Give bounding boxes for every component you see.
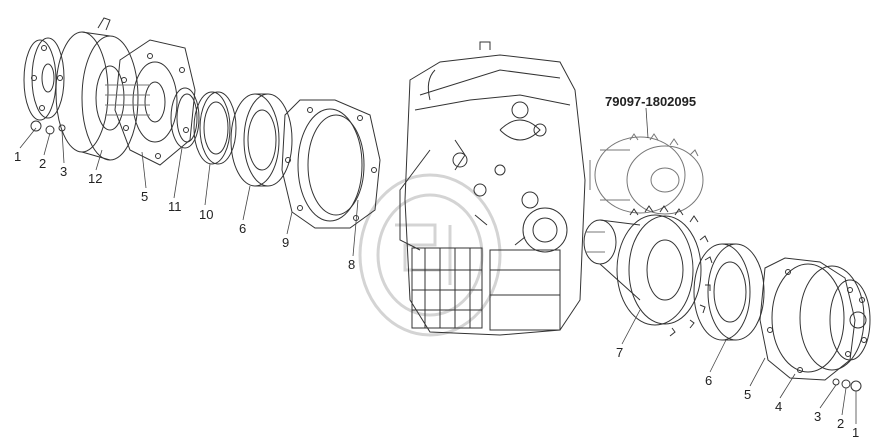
callout-left-12: 12 bbox=[88, 171, 103, 186]
callout-right-7: 7 bbox=[616, 345, 624, 360]
right-bevel-gear-part bbox=[583, 205, 713, 337]
callout-right-1: 1 bbox=[852, 425, 860, 440]
left-bearing-part bbox=[230, 93, 293, 187]
reference-gear-part bbox=[589, 133, 704, 215]
callout-left-2: 2 bbox=[39, 156, 47, 171]
callout-left-6: 6 bbox=[239, 221, 247, 236]
left-drum-housing-part bbox=[55, 17, 139, 161]
left-seal-ring-part bbox=[193, 91, 237, 165]
callout-right-5: 5 bbox=[744, 387, 752, 402]
callout-right-4: 4 bbox=[775, 399, 783, 414]
right-housing-part bbox=[759, 257, 871, 381]
watermark-logo bbox=[358, 173, 502, 337]
callout-left-10: 10 bbox=[199, 207, 214, 222]
callout-left-3: 3 bbox=[60, 164, 68, 179]
gearbox-housing bbox=[399, 41, 586, 336]
callout-right-3: 3 bbox=[814, 409, 822, 424]
callout-right-6: 6 bbox=[705, 373, 713, 388]
callout-right-2: 2 bbox=[837, 416, 845, 431]
left-flange-part bbox=[23, 37, 65, 121]
leader-lines bbox=[19, 107, 857, 424]
callout-left-9: 9 bbox=[282, 235, 290, 250]
right-bearing-part bbox=[693, 243, 765, 341]
left-spider-plate-part bbox=[105, 39, 196, 166]
callout-left-8: 8 bbox=[348, 257, 356, 272]
left-cover-ring-part bbox=[281, 99, 381, 229]
callout-left-1: 1 bbox=[14, 149, 22, 164]
callout-left-11: 11 bbox=[168, 199, 182, 214]
part-number-label: 79097-1802095 bbox=[605, 94, 697, 109]
right-fasteners bbox=[832, 378, 862, 392]
left-snap-ring-part bbox=[170, 87, 200, 149]
callout-left-5: 5 bbox=[141, 189, 149, 204]
